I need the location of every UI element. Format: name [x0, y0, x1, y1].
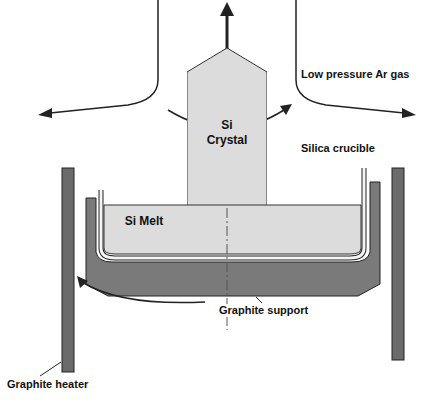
crystal-shape: Si Crystal: [187, 48, 267, 205]
heater-bar: [392, 168, 404, 360]
gas-flow-line: [296, 0, 404, 113]
heater-bar: [62, 168, 74, 372]
part-label: Silica crucible: [300, 142, 376, 155]
gas-flow-line: [50, 0, 158, 113]
gas-arrowhead: [38, 108, 52, 118]
pull-arrowhead: [220, 2, 234, 16]
melt-region: Si Melt: [112, 210, 176, 250]
leader-line: [40, 362, 61, 376]
crystal-shape: [187, 48, 267, 205]
gas-arrowhead: [402, 108, 416, 118]
rotation-arrowhead: [280, 104, 292, 115]
node-label: Si Melt: [119, 214, 169, 229]
rotation-arrowhead: [77, 276, 88, 288]
rotation-arrow: [82, 282, 205, 303]
part-label: Graphite heater: [6, 378, 89, 391]
node-label: Si Crystal: [200, 118, 254, 148]
si-melt: [104, 205, 361, 254]
part-label: Graphite support: [218, 304, 309, 317]
leader-line: [256, 297, 262, 303]
gas-label: Low pressure Ar gas: [300, 68, 410, 81]
pull-rod: [226, 14, 229, 50]
